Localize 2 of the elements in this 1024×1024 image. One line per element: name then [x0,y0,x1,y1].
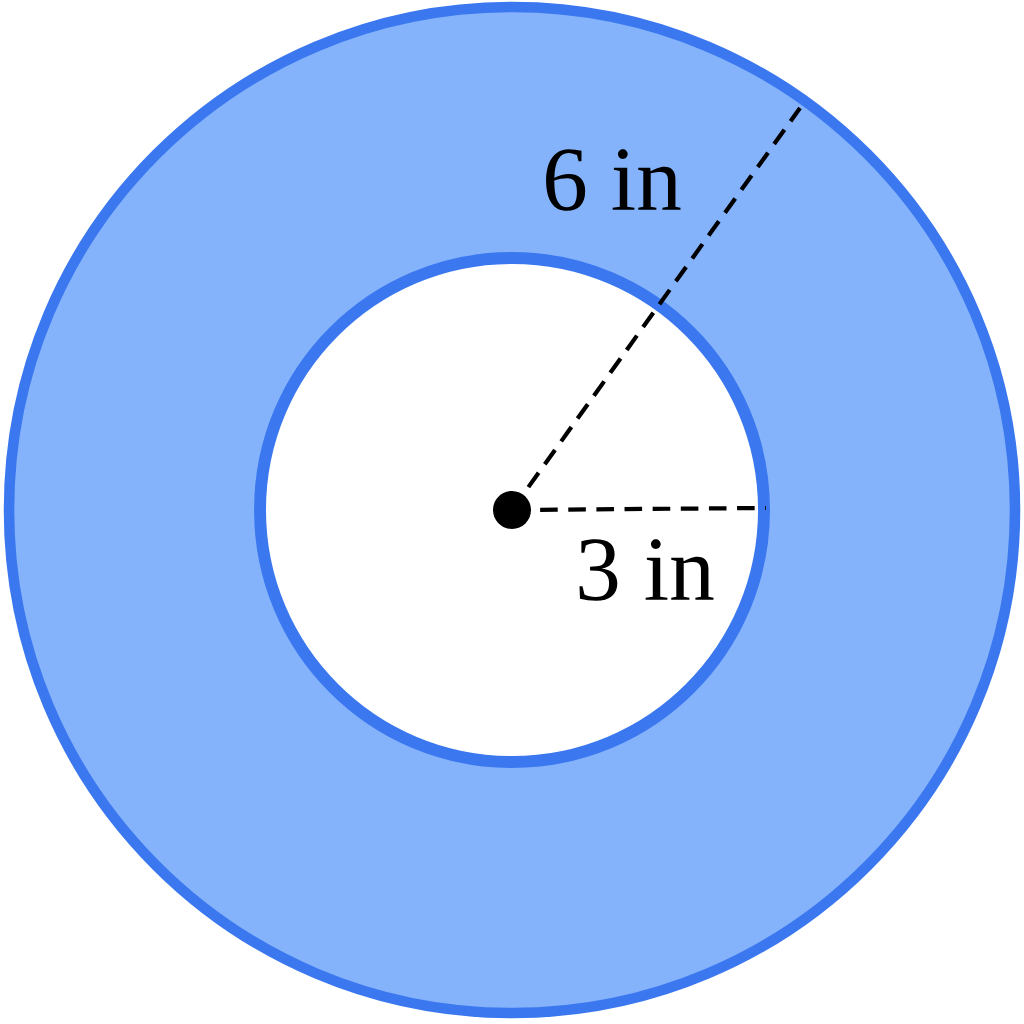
dimension-label: 3 in [579,539,714,601]
dimension-label: 6 in [546,149,681,211]
